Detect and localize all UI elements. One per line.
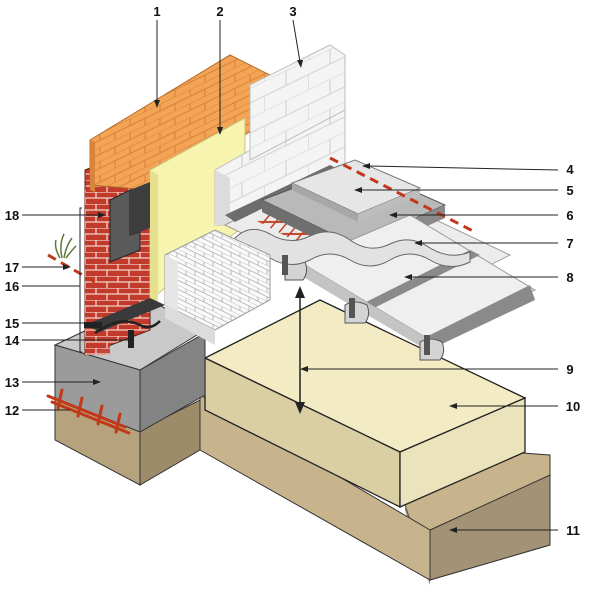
callout-13: 13 xyxy=(5,375,19,390)
callout-5: 5 xyxy=(566,183,573,198)
callout-17: 17 xyxy=(5,260,19,275)
callout-2: 2 xyxy=(216,4,223,19)
callout-10: 10 xyxy=(566,399,580,414)
callout-18: 18 xyxy=(5,208,19,223)
leader-lines xyxy=(22,19,559,533)
silicate-brick-wall xyxy=(164,229,271,345)
callout-11: 11 xyxy=(566,523,580,538)
height-dimension-arrow xyxy=(295,286,305,414)
callout-14: 14 xyxy=(5,333,20,348)
sand-fill-layer xyxy=(203,299,527,509)
callout-1: 1 xyxy=(153,4,160,19)
callout-12: 12 xyxy=(5,403,19,418)
callout-8: 8 xyxy=(566,270,573,285)
callout-6: 6 xyxy=(566,208,573,223)
ground-soil xyxy=(54,394,551,585)
ground-level-line-left xyxy=(47,253,101,287)
callout-labels: 1 2 3 4 5 6 7 8 9 10 11 12 13 14 15 16 1… xyxy=(5,4,580,538)
ground-level-line-right xyxy=(329,156,476,234)
aerated-block-wall xyxy=(214,44,346,226)
foundation-rebar xyxy=(46,388,131,435)
callout-4: 4 xyxy=(566,162,574,177)
callout-7: 7 xyxy=(566,236,573,251)
callout-9: 9 xyxy=(566,362,573,377)
drainage-detail xyxy=(84,182,165,348)
grass-icon xyxy=(54,233,77,259)
callout-3: 3 xyxy=(289,4,296,19)
callout-16: 16 xyxy=(5,279,19,294)
callout-15: 15 xyxy=(5,316,19,331)
